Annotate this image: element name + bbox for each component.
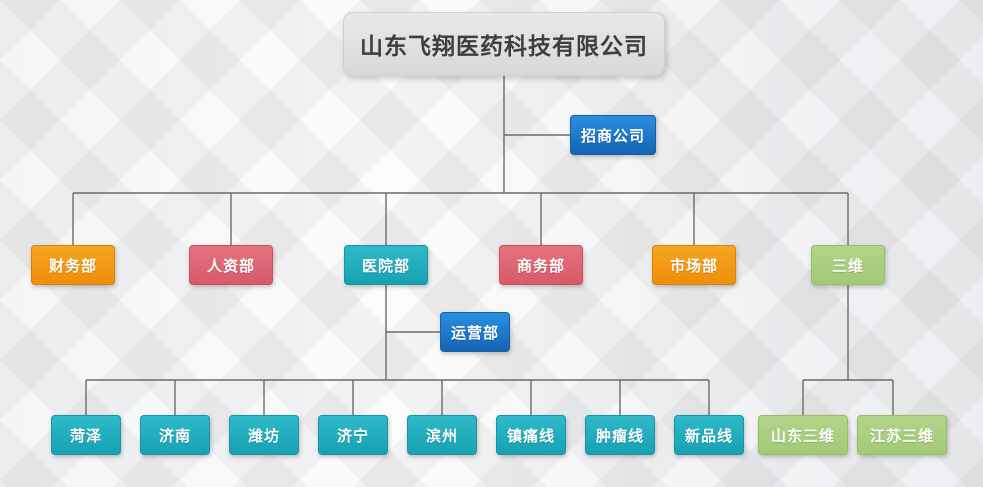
node-root-company[interactable]: 山东飞翔医药科技有限公司 xyxy=(343,12,665,76)
node-sanwei-jiangsu[interactable]: 江苏三维 xyxy=(857,415,947,455)
node-dept-business[interactable]: 商务部 xyxy=(499,245,583,285)
node-line-newproduct[interactable]: 新品线 xyxy=(674,415,744,455)
node-branch-weifang[interactable]: 潍坊 xyxy=(229,415,299,455)
node-dept-sanwei[interactable]: 三维 xyxy=(811,245,885,285)
node-operations[interactable]: 运营部 xyxy=(440,312,510,352)
node-branch-jinan[interactable]: 济南 xyxy=(140,415,210,455)
node-investment-company[interactable]: 招商公司 xyxy=(570,115,656,155)
node-line-analgesia[interactable]: 镇痛线 xyxy=(496,415,566,455)
node-branch-binzhou[interactable]: 滨州 xyxy=(407,415,477,455)
node-dept-hospital[interactable]: 医院部 xyxy=(344,245,428,285)
node-dept-market[interactable]: 市场部 xyxy=(652,245,736,285)
node-dept-hr[interactable]: 人资部 xyxy=(189,245,273,285)
node-line-oncology[interactable]: 肿瘤线 xyxy=(585,415,655,455)
node-sanwei-shandong[interactable]: 山东三维 xyxy=(758,415,848,455)
node-branch-heze[interactable]: 菏泽 xyxy=(51,415,121,455)
node-branch-jining[interactable]: 济宁 xyxy=(318,415,388,455)
node-dept-finance[interactable]: 财务部 xyxy=(31,245,115,285)
